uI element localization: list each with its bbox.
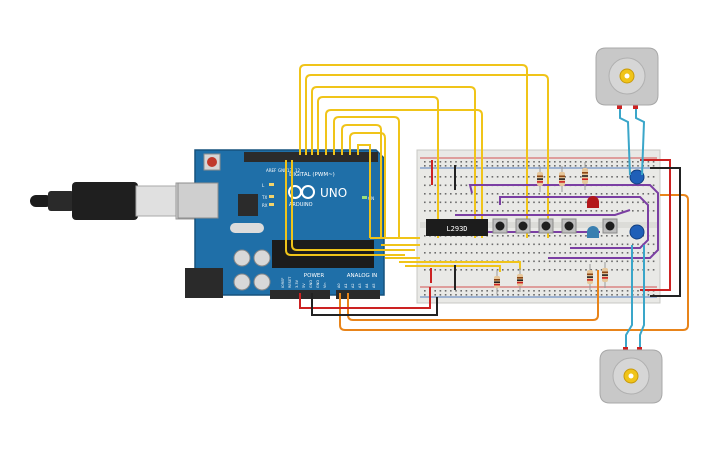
orange-wires — [339, 194, 689, 331]
pin13-label: 13 — [287, 168, 293, 173]
pin-label: A3 — [358, 283, 362, 288]
resistor-icon — [587, 264, 593, 290]
capacitor-2 — [253, 249, 271, 267]
capacitor-1 — [233, 249, 251, 267]
aref-label: AREF — [266, 168, 277, 173]
pin12-label: 12 — [295, 168, 301, 173]
wire-yellow-10 — [285, 160, 405, 256]
pin-label: A4 — [365, 283, 369, 288]
power-wires — [299, 159, 681, 316]
wire-yellow-3 — [311, 86, 476, 238]
brand-label: ARDUINO — [289, 202, 313, 208]
wire-cyan-m2a — [625, 245, 633, 350]
pin-label: GND — [309, 280, 313, 288]
wire-orange-1 — [339, 194, 689, 331]
wire-yellow-4 — [317, 96, 439, 238]
resistor-icon — [517, 268, 523, 292]
arduino-uno-board[interactable]: DIGITAL (PWM~) AREF GND 13 12 UNO ARDUIN… — [177, 149, 385, 299]
pin-label: 3.3V — [295, 279, 299, 288]
wire-cyan-m1a — [619, 107, 631, 176]
push-button[interactable] — [538, 218, 554, 234]
push-buttons[interactable] — [492, 218, 618, 234]
crystal — [230, 223, 264, 233]
wire-purple-2 — [499, 196, 649, 249]
pin-label: Vin — [323, 282, 327, 288]
wire-orange-2 — [347, 270, 599, 321]
resistor-icon — [537, 166, 543, 192]
analog-header — [336, 290, 380, 299]
wire-black-gnd — [311, 293, 438, 316]
pin-label: A5 — [372, 283, 376, 288]
power-label: POWER — [304, 273, 325, 279]
capacitor-4 — [253, 273, 271, 291]
wire-yellow-7 — [341, 124, 382, 238]
chip-label: L293D — [446, 225, 467, 233]
wire-yellow-1 — [299, 64, 528, 238]
resistor-icon — [494, 270, 500, 294]
blue-led-icon — [587, 226, 599, 238]
capacitor-3 — [233, 273, 251, 291]
push-button[interactable] — [602, 218, 618, 234]
wire-cyan-m2b — [639, 245, 645, 350]
wire-yellow-16 — [405, 265, 501, 272]
small-chip — [238, 194, 258, 216]
dc-motor-icon[interactable] — [595, 47, 659, 106]
analog-label: ANALOG IN — [347, 273, 378, 279]
wire-yellow-5 — [325, 109, 483, 238]
pin-label: RESET — [288, 276, 292, 288]
dc-motor-icon[interactable] — [599, 349, 663, 404]
resistor-icon — [602, 262, 608, 288]
l293d-chip[interactable]: L293D — [426, 219, 488, 236]
on-led — [362, 196, 367, 199]
push-button[interactable] — [515, 218, 531, 234]
wire-black-right — [650, 167, 681, 297]
digital-label: DIGITAL (PWM~) — [289, 172, 335, 178]
blue-led-top-icon — [629, 169, 645, 185]
usb-jack — [177, 182, 219, 219]
wire-yellow-11 — [291, 160, 415, 251]
motor-wires — [619, 107, 646, 350]
red-led-icon — [587, 196, 599, 208]
l-led — [269, 183, 274, 186]
pin-label: IOREF — [281, 278, 285, 288]
uno-label: UNO — [320, 186, 347, 200]
pin-label: A1 — [344, 283, 348, 288]
tx-label: TX — [261, 195, 267, 200]
l-label: L — [262, 183, 265, 188]
on-label: ON — [368, 196, 374, 201]
wire-red-right — [640, 159, 671, 291]
wire-yellow-15 — [399, 261, 521, 270]
resistor-icon — [559, 166, 565, 192]
resistors — [494, 162, 608, 294]
power-jack — [185, 268, 223, 298]
pin-label: 5V — [302, 283, 306, 288]
arduino-logo-icon — [288, 185, 315, 199]
wire-yellow-6 — [333, 116, 400, 238]
push-button[interactable] — [561, 218, 577, 234]
wire-purple-3 — [455, 209, 631, 216]
push-button[interactable] — [492, 218, 508, 234]
resistor-icon — [582, 162, 588, 190]
gnd-label: GND — [278, 168, 287, 173]
blue-led-bottom-icon — [629, 224, 645, 240]
wire-cyan-m1b — [635, 107, 646, 176]
rx-led — [269, 203, 274, 206]
wire-yellow-2 — [305, 74, 549, 238]
reset-button-icon[interactable] — [203, 153, 221, 171]
pin-label: A0 — [337, 283, 341, 288]
pin-label: GND — [316, 280, 320, 288]
pin-label: A2 — [351, 283, 355, 288]
wire-yellow-8 — [349, 132, 386, 238]
wire-purple-1 — [468, 184, 659, 259]
tx-led — [269, 195, 274, 198]
digital-header — [244, 152, 378, 162]
rx-label: RX — [262, 203, 268, 208]
wire-red-5v — [299, 287, 431, 309]
yellow-wires — [285, 64, 549, 272]
wire-yellow-9 — [357, 144, 371, 238]
